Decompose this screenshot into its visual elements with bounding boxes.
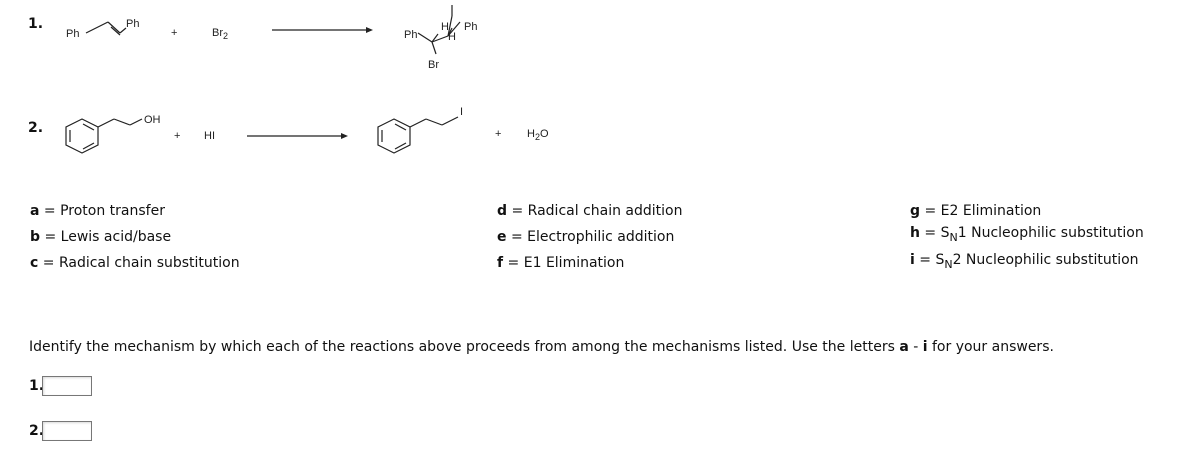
- bromine-symbol: Br: [212, 27, 223, 39]
- mechanism-d-text: Radical chain addition: [527, 203, 683, 219]
- reaction-1-plus: +: [171, 27, 178, 39]
- water-h: H: [527, 128, 535, 140]
- product-h-top: H: [441, 21, 449, 33]
- mechanism-i-letter: i: [910, 252, 915, 268]
- reaction-2-number: 2.: [28, 120, 44, 136]
- mechanism-g: g = E2 Elimination: [910, 203, 1041, 219]
- water-byproduct: H2O: [527, 128, 549, 142]
- reaction-1-number: 1.: [28, 16, 44, 32]
- mechanism-g-text: E2 Elimination: [940, 203, 1042, 219]
- product-ph-left: Ph: [404, 29, 417, 41]
- mechanism-e: e = Electrophilic addition: [497, 229, 674, 245]
- reaction-1-arrow: [272, 27, 373, 33]
- water-subscript: 2: [534, 132, 540, 143]
- mechanism-h-sub: N: [949, 230, 958, 244]
- reaction-2-arrow: [247, 133, 348, 139]
- mechanism-c: c = Radical chain substitution: [30, 255, 240, 271]
- phenylpropyl-iodide-structure: I: [377, 106, 463, 154]
- mechanism-b: b = Lewis acid/base: [30, 229, 171, 245]
- mechanism-a: a = Proton transfer: [30, 203, 165, 219]
- dibromide-product-structure: Ph H H Ph Br: [404, 5, 477, 71]
- instructions-letter-a: a: [899, 339, 909, 355]
- instructions-tail: for your answers.: [927, 339, 1054, 355]
- reaction-2-plus-2: +: [495, 128, 502, 140]
- mechanism-f: f = E1 Elimination: [497, 255, 624, 271]
- mechanism-b-letter: b: [30, 229, 41, 245]
- iodo-group: I: [460, 106, 463, 118]
- answer-1-input[interactable]: [42, 376, 92, 396]
- bromine-subscript: 2: [223, 31, 229, 42]
- mechanism-h-letter: h: [910, 225, 920, 241]
- mechanism-c-sep: =: [38, 255, 59, 271]
- mechanism-g-letter: g: [910, 203, 921, 219]
- instructions-text: Identify the mechanism by which each of …: [29, 339, 900, 355]
- instructions: Identify the mechanism by which each of …: [29, 339, 1054, 355]
- hi-reagent: HI: [204, 130, 215, 142]
- mechanism-i-sub: N: [944, 257, 953, 271]
- mechanism-f-sep: =: [503, 255, 524, 271]
- mechanism-e-text: Electrophilic addition: [527, 229, 675, 245]
- mechanism-i: i = SN2 Nucleophilic substitution: [910, 252, 1139, 271]
- mechanism-g-sep: =: [920, 203, 941, 219]
- mechanism-c-text: Radical chain substitution: [58, 255, 240, 271]
- stilbene-ph-left: Ph: [66, 28, 79, 40]
- mechanism-h: h = SN1 Nucleophilic substitution: [910, 225, 1144, 244]
- mechanism-c-letter: c: [30, 255, 39, 271]
- answer-2-label: 2.: [29, 423, 45, 439]
- mechanism-d: d = Radical chain addition: [497, 203, 683, 219]
- mechanism-i-sep: =: [914, 252, 936, 268]
- mechanism-b-text: Lewis acid/base: [60, 229, 172, 245]
- mechanism-e-sep: =: [506, 229, 528, 245]
- mechanism-i-text: 2 Nucleophilic substitution: [952, 252, 1139, 268]
- water-o: O: [539, 128, 549, 140]
- hydroxyl-group: OH: [144, 114, 161, 126]
- mechanism-a-text: Proton transfer: [60, 203, 165, 219]
- product-ph-right: Ph: [464, 21, 477, 33]
- instructions-dash: -: [908, 339, 923, 355]
- mechanism-d-letter: d: [497, 203, 508, 219]
- bromine-reagent: Br2: [212, 27, 228, 41]
- answer-1-label: 1.: [29, 378, 45, 394]
- stilbene-structure: Ph Ph: [66, 18, 139, 40]
- instructions-letter-i: i: [922, 339, 928, 355]
- stilbene-ph-right: Ph: [126, 18, 139, 30]
- mechanism-b-sep: =: [40, 229, 61, 245]
- mechanism-f-letter: f: [497, 255, 504, 271]
- mechanism-i-s: S: [935, 252, 945, 268]
- mechanism-h-text: 1 Nucleophilic substitution: [957, 225, 1144, 241]
- answer-2-input[interactable]: [42, 421, 92, 441]
- product-br-bottom: Br: [428, 59, 439, 71]
- mechanism-h-sep: =: [919, 225, 941, 241]
- mechanism-h-s: S: [940, 225, 950, 241]
- mechanism-a-sep: =: [39, 203, 61, 219]
- phenylpropanol-structure: OH: [65, 114, 161, 154]
- reaction-2-plus: +: [174, 130, 181, 142]
- mechanism-d-sep: =: [507, 203, 528, 219]
- mechanism-f-text: E1 Elimination: [523, 255, 625, 271]
- mechanism-a-letter: a: [30, 203, 40, 219]
- mechanism-e-letter: e: [497, 229, 507, 245]
- product-h-right: H: [448, 31, 456, 43]
